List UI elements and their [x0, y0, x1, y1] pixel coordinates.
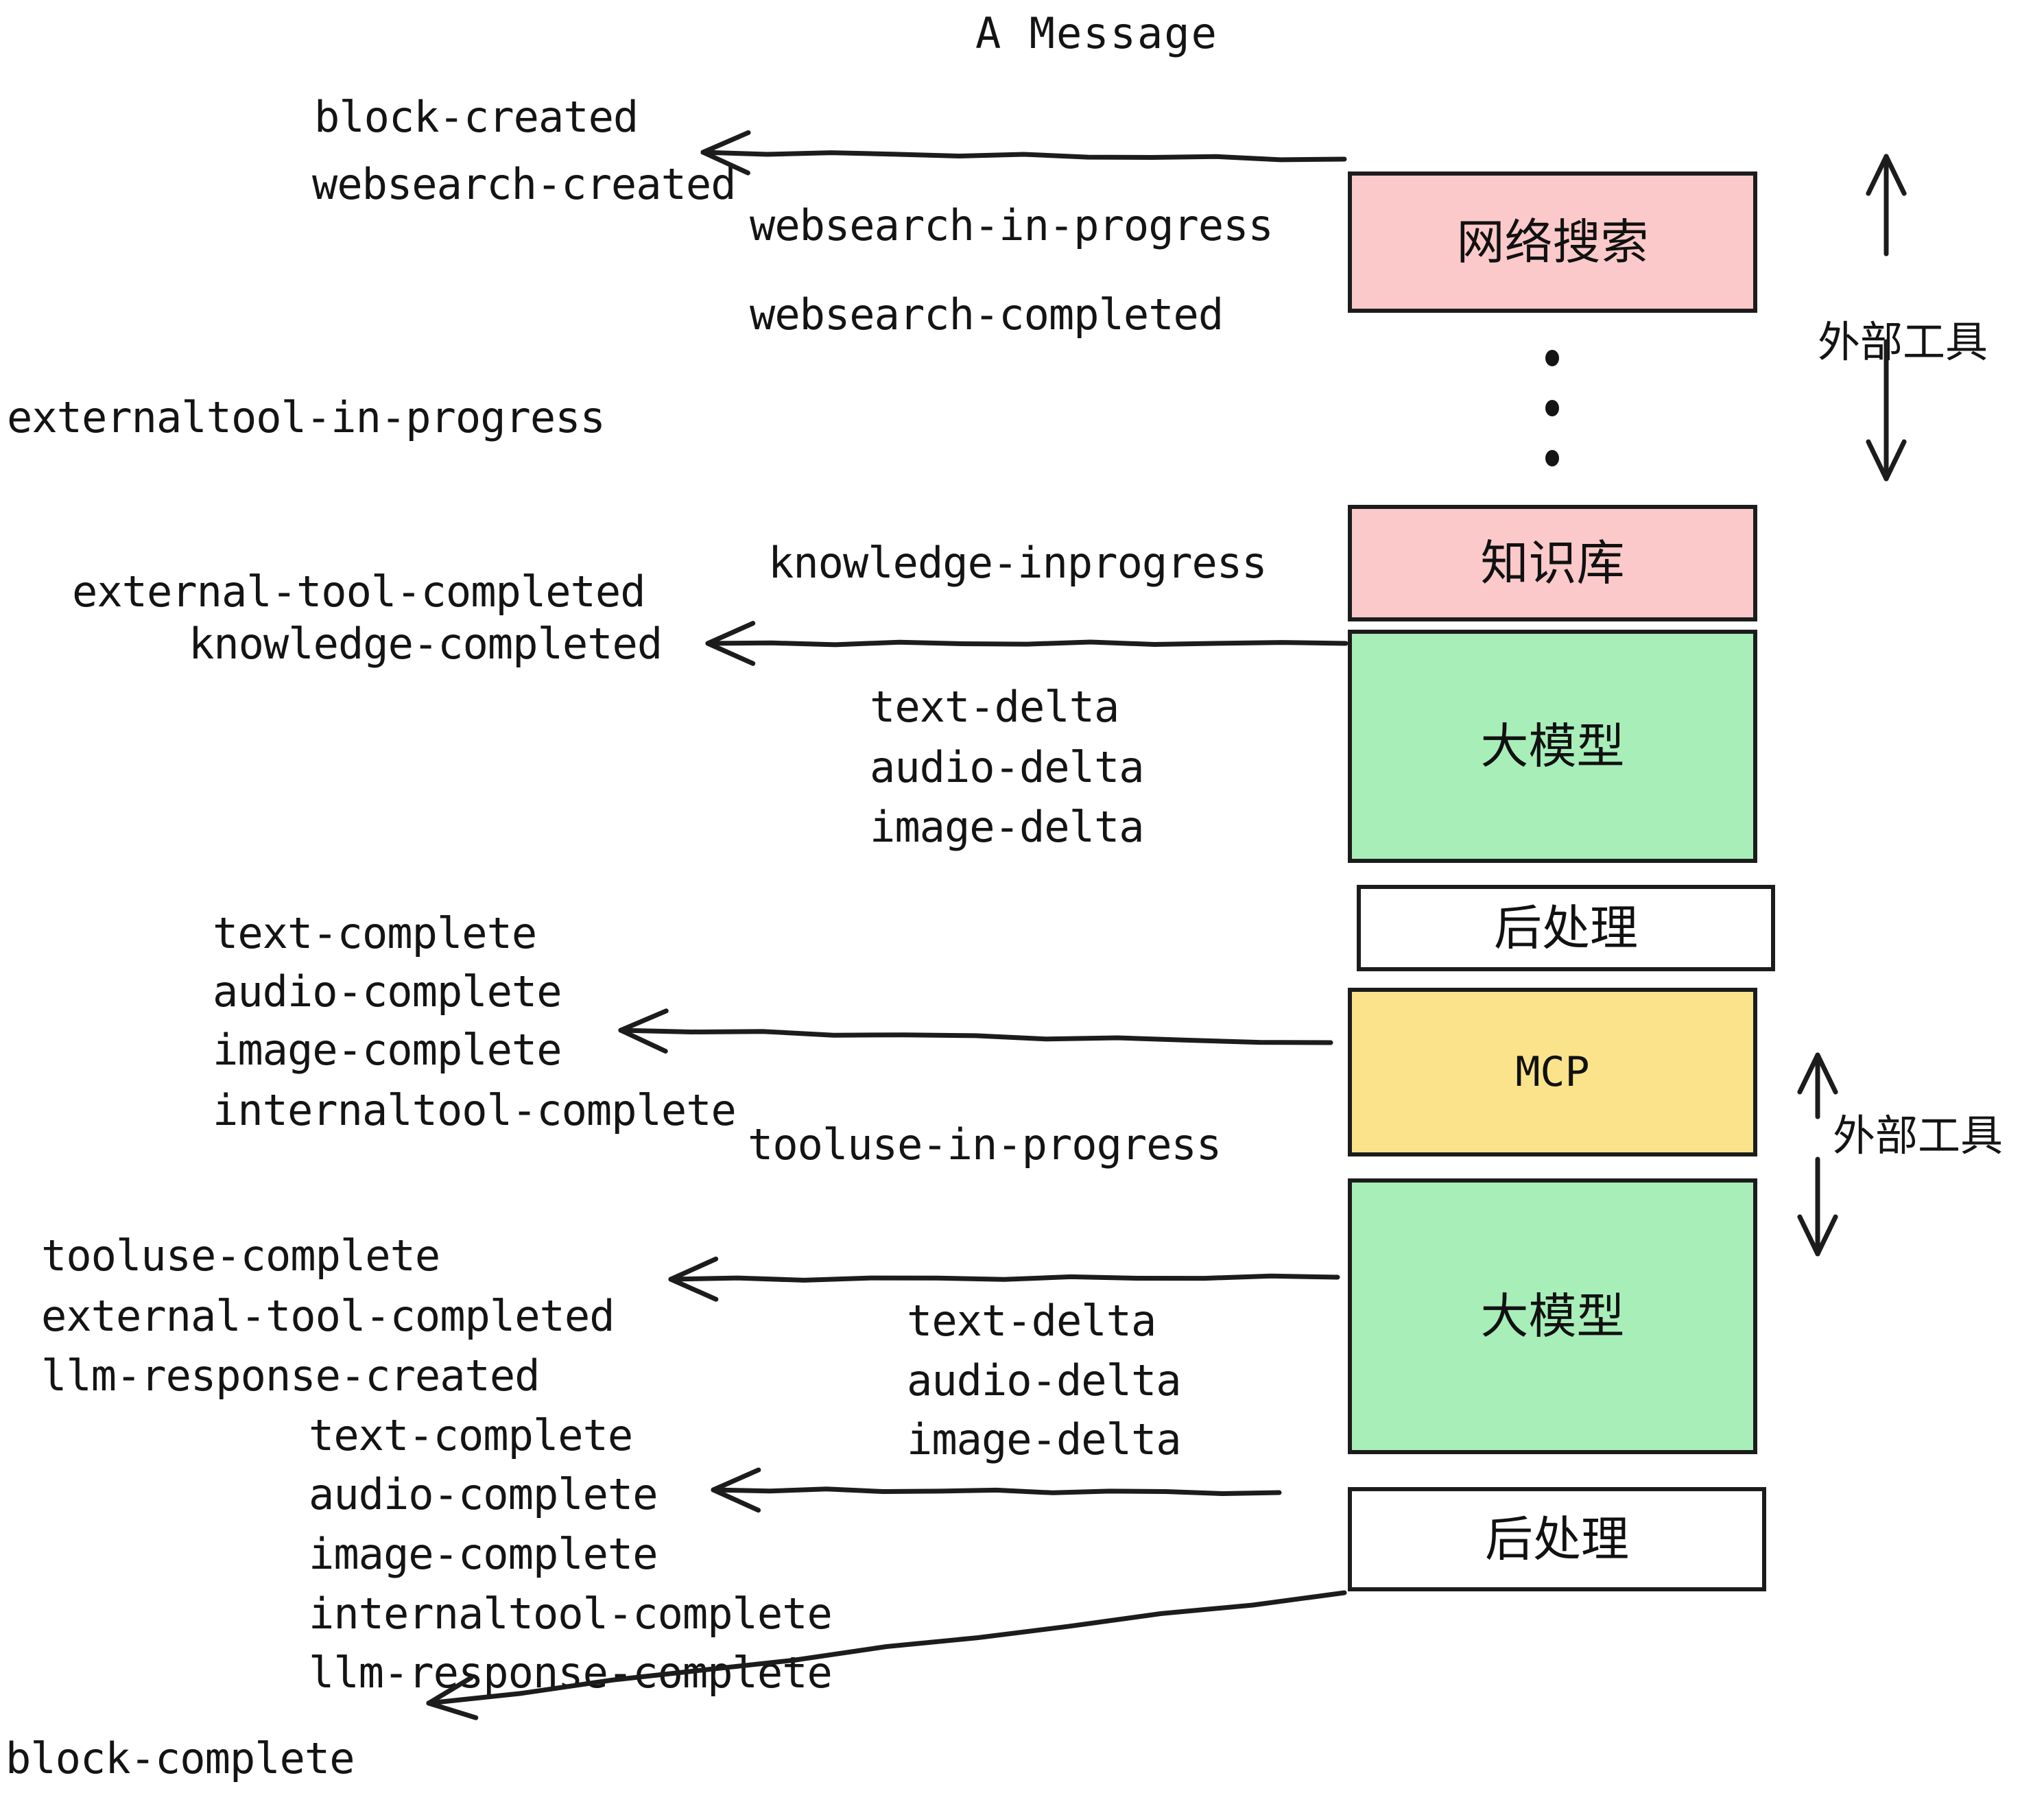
node-box-label: 网络搜索	[1456, 214, 1649, 270]
ellipsis-dot	[1545, 350, 1559, 366]
event-label: image-delta	[870, 802, 1145, 852]
node-box-label: 大模型	[1480, 1288, 1625, 1344]
event-label: externaltool-in-progress	[7, 392, 606, 442]
event-label: internaltool-complete	[213, 1085, 737, 1135]
node-box-websearch[interactable]: 网络搜索	[1348, 171, 1757, 313]
external-tool-down-arrow-mcp	[1797, 1156, 1838, 1257]
arrow-llm2-to-audio-complete	[711, 1467, 1282, 1513]
event-label: image-delta	[907, 1414, 1182, 1464]
event-label: websearch-in-progress	[750, 200, 1274, 250]
event-label: llm-response-complete	[309, 1648, 833, 1698]
event-label: websearch-created	[312, 159, 737, 209]
node-box-label: 大模型	[1480, 718, 1625, 774]
arrow-websearch-to-block	[700, 130, 1347, 176]
node-box-knowledge[interactable]: 知识库	[1348, 505, 1757, 621]
node-box-mcp[interactable]: MCP	[1348, 988, 1757, 1156]
event-label: audio-complete	[309, 1469, 658, 1519]
event-label: text-complete	[213, 908, 537, 958]
arrow-llm2-to-tooluse	[668, 1256, 1340, 1302]
event-label: text-delta	[907, 1296, 1156, 1346]
event-label: audio-complete	[213, 966, 562, 1017]
event-label: external-tool-completed	[72, 567, 646, 617]
external-tool-side-label: 外部工具	[1833, 1111, 2004, 1161]
node-box-postproc-2[interactable]: 后处理	[1348, 1487, 1766, 1591]
event-label: audio-delta	[870, 742, 1145, 792]
event-label: websearch-completed	[750, 289, 1224, 340]
ellipsis-dot	[1545, 400, 1559, 416]
ellipsis-dot	[1545, 450, 1559, 466]
event-label: image-complete	[213, 1025, 562, 1075]
event-label: text-complete	[309, 1410, 633, 1460]
node-box-label: 后处理	[1485, 1511, 1629, 1567]
external-tool-up-arrow-mcp	[1797, 1052, 1838, 1119]
external-tool-up-arrow-top	[1866, 154, 1907, 257]
event-label: tooluse-complete	[41, 1231, 440, 1281]
node-box-llm-2[interactable]: 大模型	[1348, 1178, 1757, 1454]
node-box-label: MCP	[1515, 1048, 1590, 1096]
node-box-label: 后处理	[1494, 900, 1638, 956]
event-label: text-delta	[870, 682, 1119, 732]
node-box-postproc-1[interactable]: 后处理	[1357, 885, 1775, 971]
node-box-label: 知识库	[1480, 535, 1625, 591]
event-label: llm-response-created	[41, 1351, 540, 1401]
event-label: block-created	[314, 92, 639, 142]
event-label: tooluse-in-progress	[748, 1119, 1222, 1170]
page-title: A Message	[975, 8, 1218, 58]
event-label: knowledge-inprogress	[768, 538, 1268, 588]
arrow-llm1-to-knowledge	[705, 621, 1348, 666]
event-label: external-tool-completed	[41, 1291, 615, 1341]
event-label: internaltool-complete	[309, 1589, 833, 1639]
external-tool-side-label: 外部工具	[1818, 317, 1988, 367]
arrow-mcp-to-image-complete	[618, 1008, 1333, 1054]
event-label: image-complete	[309, 1529, 658, 1579]
node-box-llm-1[interactable]: 大模型	[1348, 630, 1757, 863]
event-label: audio-delta	[907, 1355, 1182, 1405]
event-label: block-complete	[5, 1733, 355, 1783]
vertical-ellipsis-icon	[1545, 350, 1559, 466]
event-label: knowledge-completed	[189, 619, 663, 669]
